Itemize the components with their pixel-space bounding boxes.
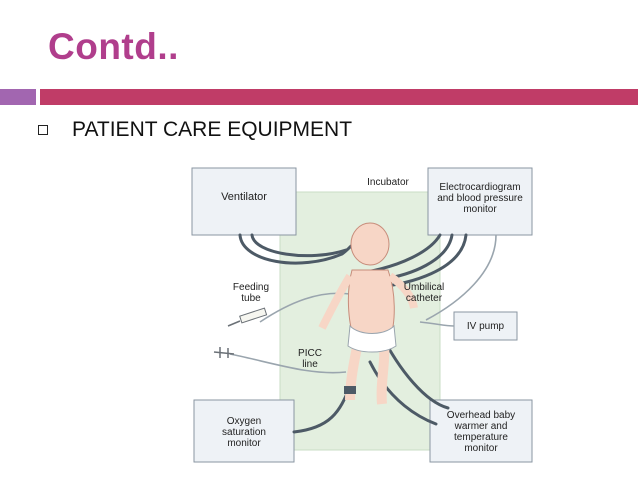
ecg-monitor-box	[427, 167, 533, 236]
ventilator-tube-1	[238, 233, 356, 265]
warmer-probe	[368, 360, 438, 426]
baby-head	[350, 222, 390, 266]
accent-bar-red	[40, 89, 638, 105]
label-ventilator: Ventilator	[221, 191, 267, 203]
slide-title: Contd..	[48, 26, 179, 67]
ventilator-tube-2	[250, 233, 348, 258]
diagram-illustration	[191, 167, 533, 463]
label-iv-pump: IV pump	[466, 321, 505, 332]
patient-care-diagram: Ventilator Incubator Electrocardiogram a…	[190, 162, 540, 468]
label-incubator: Incubator	[367, 177, 409, 188]
warmer-monitor-box	[429, 399, 533, 463]
bullet-text: PATIENT CARE EQUIPMENT	[72, 118, 353, 141]
oximeter-sensor	[344, 386, 356, 394]
baby-figure	[318, 222, 418, 405]
baby-diaper	[347, 324, 397, 353]
syringe-icon	[227, 307, 268, 327]
square-bullet-icon	[38, 125, 48, 135]
ventilator-box	[191, 167, 297, 236]
ecg-lead-3	[384, 233, 468, 288]
stopcock-icon	[213, 347, 235, 358]
baby-torso	[347, 269, 395, 339]
oxygen-monitor-box	[193, 399, 295, 463]
picc-line	[229, 353, 347, 374]
iv-supply-line	[425, 234, 497, 321]
accent-bar-purple	[0, 89, 36, 105]
baby-arm-left	[318, 273, 354, 330]
iv-line	[419, 321, 455, 327]
baby-arm-right	[387, 272, 418, 309]
bullet-item: PATIENT CARE EQUIPMENT	[38, 118, 352, 142]
iv-pump-box	[453, 311, 518, 341]
